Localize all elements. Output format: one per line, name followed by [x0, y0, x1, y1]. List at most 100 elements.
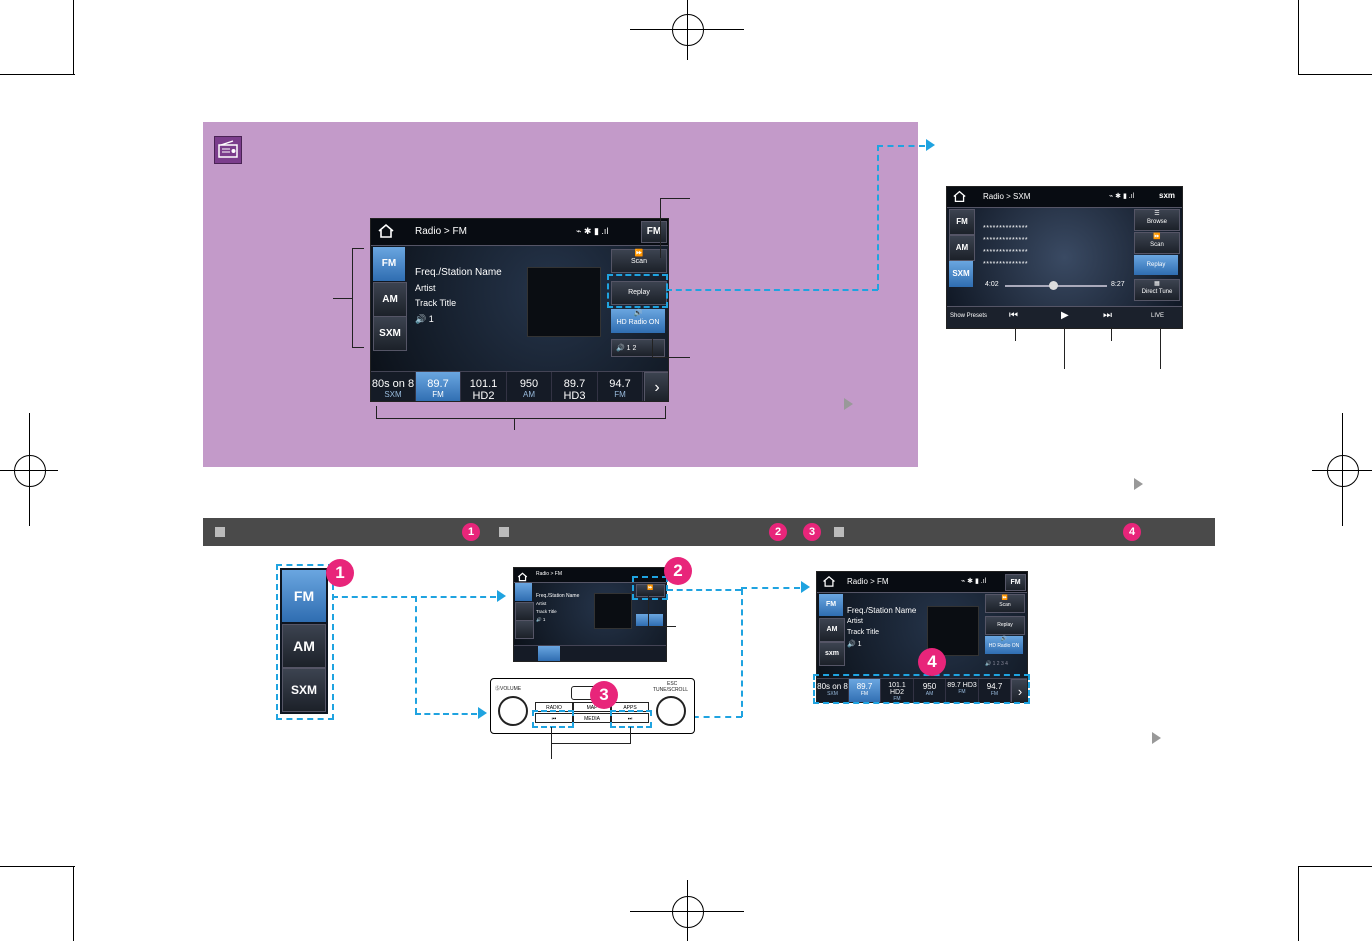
band-button-sxm[interactable]: SXM [949, 261, 973, 287]
home-icon[interactable] [377, 223, 395, 244]
presets-next-arrow[interactable]: › [644, 372, 668, 401]
preset-2[interactable] [538, 646, 560, 661]
home-icon[interactable] [952, 190, 967, 208]
browse-button[interactable]: ☰Browse [1134, 209, 1180, 231]
badge-4: 4 [1123, 523, 1141, 541]
replay-button[interactable]: Replay [985, 616, 1025, 635]
hd-channel: 🔊 1 [415, 314, 434, 324]
sxm-info-line-2: ************** [983, 237, 1029, 244]
replay-button[interactable]: Replay [1134, 255, 1178, 275]
album-art [927, 606, 979, 656]
breadcrumb: Radio > FM [847, 577, 889, 586]
scan-button[interactable]: ⏩ [636, 584, 665, 597]
media-hardkey[interactable]: MEDIA [573, 713, 611, 723]
band-button-am[interactable]: AM [282, 624, 326, 668]
live-button[interactable]: LIVE [1151, 313, 1165, 319]
previous-track-icon[interactable]: ⏮ [1009, 310, 1018, 321]
band-button-am[interactable]: AM [373, 282, 407, 317]
station-name: Freq./Station Name [415, 267, 502, 278]
ejector-label: ESC [667, 681, 678, 687]
band-button-am[interactable] [515, 602, 534, 621]
main-radio-screen: Radio > FM ⌁ ✱ ▮ .ıl FM FM AM SXM Freq./… [370, 218, 669, 402]
hd-radio-button[interactable]: 🔊HD Radio ON [611, 309, 665, 333]
breadcrumb: Radio > FM [536, 571, 562, 577]
big-band-buttons: FM AM SXM [280, 568, 328, 714]
status-icons: ⌁ ✱ ▮ .ıl [1109, 193, 1135, 200]
progress-knob[interactable] [1049, 281, 1058, 290]
total-time: 8:27 [1111, 281, 1125, 288]
badge-3: 3 [803, 523, 821, 541]
band-button-fm[interactable]: FM [819, 594, 843, 616]
registration-mark-left [14, 455, 46, 487]
badge-1: 1 [462, 523, 480, 541]
tune-scroll-knob[interactable] [656, 696, 686, 726]
subchannel-selector[interactable]: 🔊 1 2 3 4 [985, 661, 1008, 667]
band-button-sxm[interactable]: SXM [282, 668, 326, 712]
badge-2-large: 2 [664, 557, 692, 585]
hd-channel: 🔊 1 [847, 641, 862, 648]
track-title: Track Title [415, 298, 457, 308]
breadcrumb: Radio > FM [415, 226, 467, 237]
radio-icon [214, 136, 242, 164]
presets-next-arrow[interactable]: › [1011, 679, 1027, 702]
tune-scroll-label: TUNE/SCROLL [653, 687, 689, 693]
home-icon[interactable] [822, 575, 836, 593]
elapsed-time: 4:02 [985, 281, 999, 288]
station-name: Freq./Station Name [847, 606, 917, 615]
badge-4-large: 4 [918, 648, 946, 676]
presets-bar [514, 645, 666, 661]
scan-button[interactable]: ⏩Scan [1134, 232, 1180, 254]
band-buttons-highlight [276, 564, 334, 720]
track-title: Track Title [847, 629, 880, 636]
prev-key-highlight [532, 710, 574, 728]
band-button-sxm[interactable]: sxm [819, 642, 845, 666]
scan-button[interactable]: ⏩Scan [611, 249, 667, 273]
subchannel-selector[interactable]: 🔊 1 2 [611, 339, 665, 357]
artist: Artist [847, 618, 863, 625]
show-presets-button[interactable]: Show Presets [950, 313, 988, 319]
band-badge: sxm [1159, 191, 1176, 200]
presets-highlight [813, 674, 1030, 704]
sxm-info-line-4: ************** [983, 261, 1029, 268]
sxm-info-line-3: ************** [983, 249, 1029, 256]
volume-knob[interactable] [498, 696, 528, 726]
band-button-am[interactable]: AM [819, 618, 845, 642]
hd-radio-button[interactable] [636, 614, 663, 626]
band-button-fm[interactable] [515, 583, 532, 601]
album-art [594, 593, 632, 629]
band-button-fm[interactable]: FM [949, 209, 975, 235]
direct-tune-button[interactable]: ▦Direct Tune [1134, 279, 1180, 301]
artist: Artist [536, 601, 547, 606]
band-button-sxm[interactable] [515, 620, 534, 639]
band-button-fm[interactable]: FM [373, 247, 405, 281]
volume-label: ⓈVOLUME [495, 686, 522, 692]
album-art [527, 267, 601, 337]
play-icon[interactable]: ▶ [1061, 310, 1069, 321]
home-icon[interactable] [517, 569, 528, 587]
sxm-screen: Radio > SXM ⌁ ✱ ▮ .ıl sxm FM AM SXM ****… [946, 186, 1183, 329]
scan-button[interactable]: ⏩Scan [985, 594, 1025, 613]
small-radio-screen: Radio > FM Freq./Station Name Artist Tra… [513, 567, 667, 662]
band-button-sxm[interactable]: SXM [373, 316, 407, 351]
replay-button[interactable]: Replay [611, 281, 667, 305]
band-button-am[interactable]: AM [949, 235, 975, 261]
hd-radio-button[interactable]: 🔊HD Radio ON [985, 636, 1023, 654]
right-radio-screen: Radio > FM ⌁ ✱ ▮ .ıl FM FM AM sxm Freq./… [816, 571, 1028, 703]
badge-2: 2 [769, 523, 787, 541]
next-track-icon[interactable]: ⏭ [1103, 310, 1112, 321]
status-icons: ⌁ ✱ ▮ .ıl [576, 226, 609, 236]
band-button-fm[interactable]: FM [282, 570, 326, 622]
